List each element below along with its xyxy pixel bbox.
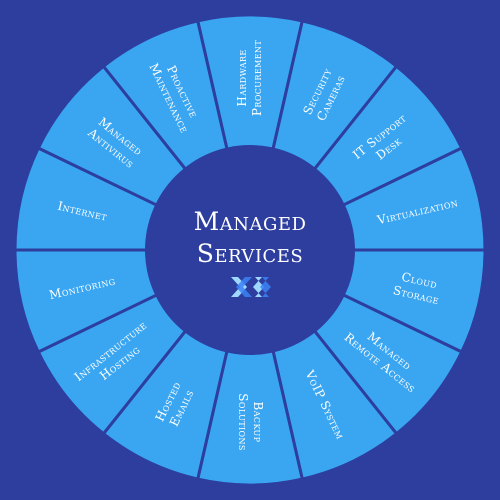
segment-label-0-line-0: Hardware: [235, 49, 249, 106]
center-title-line-1: Managed: [194, 207, 307, 236]
xx-logo-icon: [231, 277, 271, 297]
segment-label-0-line-1: Procurement: [250, 40, 264, 116]
center-title-line-2: Services: [197, 239, 304, 268]
segment-label-7-line-0: Backup: [251, 402, 265, 443]
center-disc: [145, 145, 355, 355]
segment-label-7-line-1: Solutions: [236, 393, 250, 451]
